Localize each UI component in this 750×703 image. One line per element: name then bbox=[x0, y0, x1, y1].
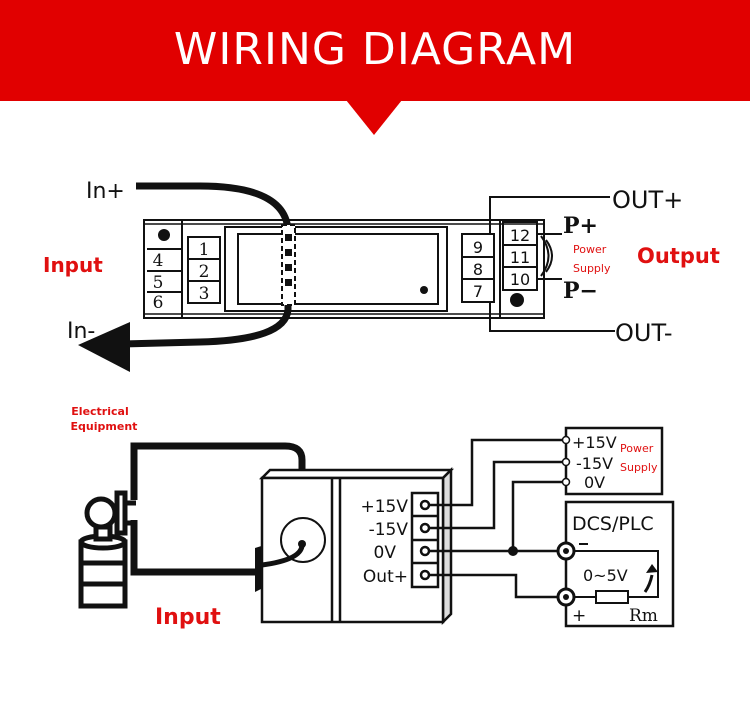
terminal-2: 2 bbox=[199, 262, 210, 282]
supply-terminal-minus15v: -15V bbox=[576, 454, 613, 473]
in-plus-label: In+ bbox=[86, 179, 125, 204]
current-arrow-icon bbox=[646, 564, 658, 573]
range-label: 0~5V bbox=[583, 566, 628, 585]
terminal-4: 4 bbox=[153, 251, 164, 271]
module-terminal-minus15v: -15V bbox=[369, 520, 409, 540]
status-led bbox=[420, 286, 428, 294]
top-module bbox=[143, 219, 545, 319]
supply-terminal-plus15v: +15V bbox=[572, 433, 617, 452]
junction-dot bbox=[508, 546, 518, 556]
p-minus-label: P− bbox=[563, 278, 598, 304]
in-minus-label: In- bbox=[67, 319, 95, 344]
out-minus-label: OUT- bbox=[615, 319, 673, 347]
output-wires bbox=[489, 196, 615, 332]
supply-label-line1: Power bbox=[620, 442, 654, 455]
terminal-11: 11 bbox=[510, 248, 530, 267]
module-terminal-screws bbox=[419, 499, 431, 581]
supply-label-line2: Supply bbox=[620, 461, 658, 474]
module-terminal-0v: 0V bbox=[374, 543, 397, 563]
output-label: Output bbox=[637, 244, 720, 268]
dcs-plc-box bbox=[564, 500, 675, 628]
module-terminal-out-plus: Out+ bbox=[363, 567, 408, 587]
input-label: Input bbox=[43, 253, 103, 277]
module-body bbox=[143, 219, 545, 319]
sensor-dial bbox=[280, 517, 326, 563]
terminal-3: 3 bbox=[199, 284, 210, 304]
supply-terminal-0v: 0V bbox=[584, 473, 605, 492]
arrow-head-icon bbox=[78, 322, 130, 372]
resistor-label: Rm bbox=[629, 606, 658, 626]
terminal-9: 9 bbox=[473, 238, 483, 257]
equipment-cable bbox=[130, 442, 306, 576]
plus-sign: + bbox=[572, 606, 586, 626]
banner-pointer bbox=[346, 100, 402, 135]
dcs-plc-label: DCS/PLC bbox=[572, 513, 654, 535]
input-label-bottom: Input bbox=[155, 605, 221, 630]
power-supply-label-line1: Power bbox=[573, 243, 607, 256]
p-plus-label: P+ bbox=[563, 213, 598, 239]
input-cable bbox=[78, 182, 296, 372]
equipment-label-line2: Equipment bbox=[71, 420, 138, 433]
transmitter-module bbox=[258, 466, 455, 626]
terminal-10: 10 bbox=[510, 270, 530, 289]
bottom-wires bbox=[430, 438, 566, 599]
mount-hole-left bbox=[158, 229, 170, 241]
equipment-label-line1: Electrical bbox=[71, 405, 128, 418]
terminal-12: 12 bbox=[510, 226, 530, 245]
module-terminal-plus15v: +15V bbox=[360, 497, 408, 517]
terminal-5: 5 bbox=[153, 273, 164, 293]
terminal-1: 1 bbox=[199, 240, 210, 260]
power-supply-label-line2: Supply bbox=[573, 262, 611, 275]
out-plus-label: OUT+ bbox=[612, 186, 683, 214]
page-title: WIRING DIAGRAM bbox=[173, 24, 577, 75]
header-banner: WIRING DIAGRAM bbox=[0, 0, 750, 101]
electrical-equipment-icon bbox=[78, 490, 136, 609]
mount-hole-right bbox=[510, 293, 524, 307]
terminal-7: 7 bbox=[473, 282, 483, 301]
terminal-6: 6 bbox=[153, 293, 164, 313]
terminal-8: 8 bbox=[473, 260, 483, 279]
